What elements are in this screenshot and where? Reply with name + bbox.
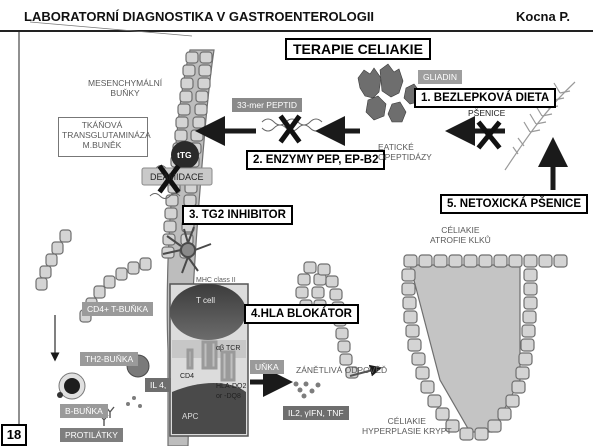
inset-tcell-label: T cell xyxy=(196,296,215,306)
therapy-3-label: 3. TG2 INHIBITOR xyxy=(182,205,293,225)
mhc-label: MHC class II xyxy=(196,276,236,286)
inset-cd4-label: CD4 xyxy=(180,372,194,382)
x-mark-peptide xyxy=(282,118,298,140)
cd4-label: CD4+ T-BUŇKA xyxy=(82,302,153,316)
page-number: 18 xyxy=(1,424,27,446)
therapy-2-label: 2. ENZYMY PEP, EP-B2 xyxy=(246,150,385,170)
deamidation-label: DEAMIDACE xyxy=(150,172,204,182)
gliadin-fragments xyxy=(358,64,420,122)
header-bar: LABORATORNÍ DIAGNOSTIKA V GASTROENTEROLO… xyxy=(0,0,593,30)
cytokines-label: IL2, γIFN, TNF xyxy=(283,406,349,420)
inset-apc-label: APC xyxy=(182,412,198,422)
x-mark-gliadin xyxy=(480,124,498,146)
antibodies-label: PROTILÁTKY xyxy=(60,428,123,442)
therapy-4-label: 4.HLA BLOKÁTOR xyxy=(244,304,359,324)
wheat-label: PŠENICE xyxy=(468,108,505,118)
presentation-title: LABORATORNÍ DIAGNOSTIKA V GASTROENTEROLO… xyxy=(24,9,374,24)
peptide-label: 33-mer PEPTID xyxy=(232,98,302,112)
gliadin-label: GLIADIN xyxy=(418,70,462,84)
th2-label: TH2-BUŇKA xyxy=(80,352,138,366)
inflammation-label: ZÁNĚTLIVÁ ODPOVĚĎ xyxy=(296,365,387,375)
il4-label: IL 4, xyxy=(145,378,171,392)
t-cell-partial-label: UŇKA xyxy=(250,360,284,374)
b-cell-label: B-BUŇKA xyxy=(60,404,108,418)
inset-tcr-label: αβ TCR xyxy=(216,344,240,354)
slide-title: TERAPIE CELIAKIE xyxy=(285,38,431,60)
ttg-label: tTG xyxy=(177,150,192,160)
right-villus-atrophy xyxy=(402,255,567,440)
author-label: Kocna P. xyxy=(516,9,570,24)
therapy-5-label: 5. NETOXICKÁ PŠENICE xyxy=(440,194,588,214)
therapy-1-label: 1. BEZLEPKOVÁ DIETA xyxy=(414,88,556,108)
